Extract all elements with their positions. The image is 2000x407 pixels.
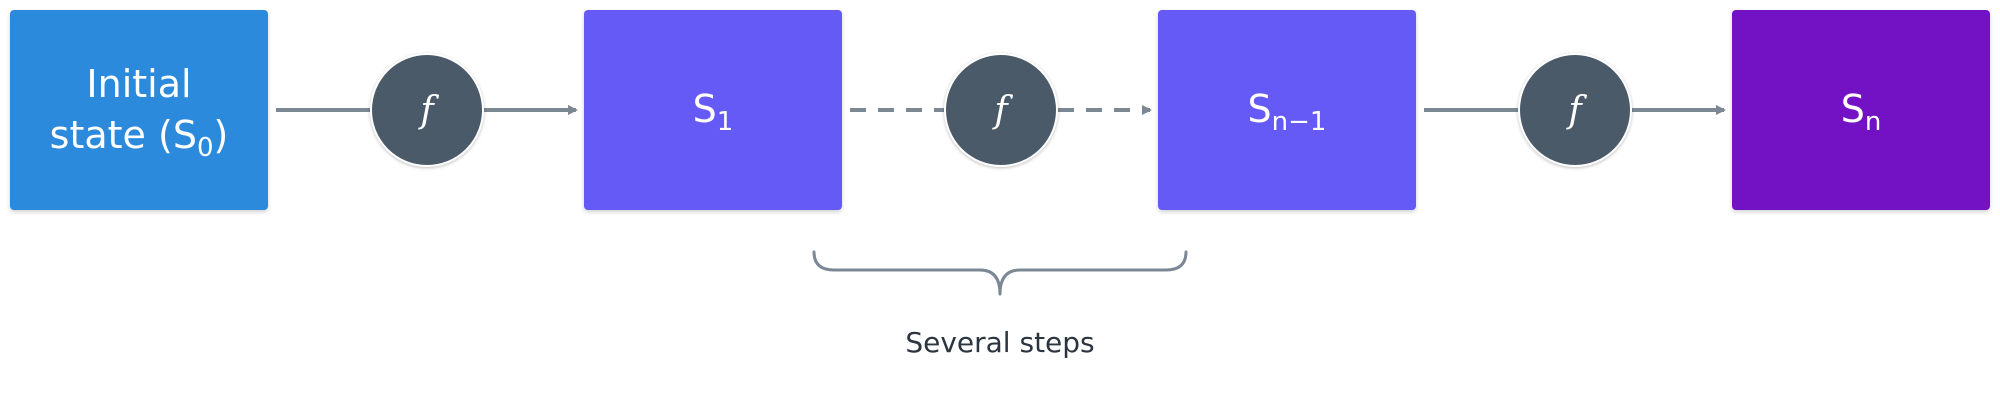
initial-state-line1: Initial — [86, 61, 192, 106]
initial-state-line2-suffix: ) — [213, 113, 229, 157]
state-s1-subscript: 1 — [716, 107, 734, 138]
function-label-2: f — [994, 89, 1008, 131]
state-sn-minus-1-box: Sn−1 — [1158, 10, 1416, 210]
initial-state-box: Initial state (S0) — [10, 10, 268, 210]
state-s1-main: S — [692, 87, 717, 132]
initial-state-line2-prefix: state (S — [49, 113, 197, 157]
state-sn-box: Sn — [1732, 10, 1990, 210]
state-sn-subscript: n — [1864, 107, 1882, 138]
initial-state-subscript: 0 — [196, 133, 214, 163]
state-sn-label: Sn — [1841, 84, 1882, 135]
function-label-1: f — [420, 89, 434, 131]
function-label-3: f — [1568, 89, 1582, 131]
state-sn-minus-1-subscript: n−1 — [1271, 107, 1327, 138]
state-sn-main: S — [1840, 87, 1865, 132]
state-s1-box: S1 — [584, 10, 842, 210]
initial-state-label: Initial state (S0) — [50, 59, 229, 162]
state-sn-minus-1-label: Sn−1 — [1248, 84, 1327, 135]
state-sn-minus-1-main: S — [1247, 87, 1272, 132]
several-steps-brace — [812, 250, 1188, 296]
function-node-2: f — [944, 53, 1058, 167]
state-s1-label: S1 — [693, 84, 734, 135]
function-node-1: f — [370, 53, 484, 167]
function-node-3: f — [1518, 53, 1632, 167]
several-steps-caption: Several steps — [905, 326, 1095, 359]
